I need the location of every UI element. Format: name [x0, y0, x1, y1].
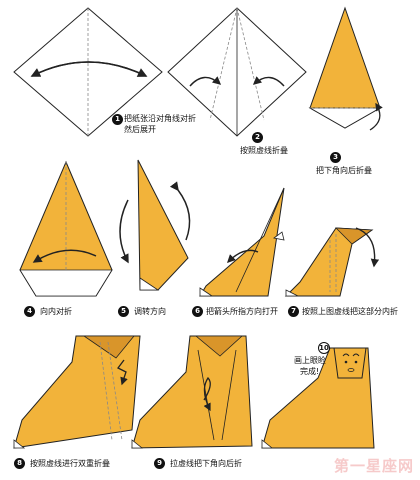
step-2-figure [167, 7, 307, 137]
step-3-label: 把下角向后折叠 [316, 166, 372, 175]
watermark: 第一星座网 [333, 457, 414, 475]
step-4-figure [19, 160, 113, 297]
step-9-label: 拉虚线把下角向后折 [170, 459, 242, 468]
step-number-6: 6 [192, 306, 203, 317]
step-number-5: 5 [118, 306, 129, 317]
step-1-label-line1: 把纸张沿对角线对折 [124, 114, 196, 123]
step-1-figure [13, 7, 163, 137]
step-6-figure [199, 187, 285, 297]
step-number-2: 2 [252, 132, 263, 143]
step-number-10: 10 [318, 342, 330, 354]
step-number-7: 7 [288, 306, 299, 317]
step-7-figure [284, 227, 380, 297]
step-9-figure [131, 335, 253, 449]
step-10-figure [261, 347, 375, 449]
step-8-figure [13, 335, 141, 449]
step-number-8: 8 [14, 458, 25, 469]
step-4-label: 向内对折 [40, 307, 72, 316]
step-number-1: 1 [112, 114, 123, 125]
step-number-3: 3 [330, 152, 341, 163]
step-3-figure [308, 6, 383, 131]
step-1-label-line2: 然后展开 [124, 125, 156, 134]
step-7-label: 按照上图虚线把这部分内折 [302, 307, 398, 316]
step-6-label: 把箭头所指方向打开 [206, 307, 278, 316]
step-10-label-line2: 完成! [300, 367, 320, 376]
step-10-label-line1: 画上眼睑 [294, 356, 326, 365]
step-2-label: 按照虚线折叠 [240, 146, 288, 155]
step-5-label: 调转方向 [134, 307, 166, 316]
step-number-4: 4 [24, 306, 35, 317]
step-8-label: 按照虚线进行双重折叠 [30, 459, 110, 468]
step-5-figure [119, 159, 191, 291]
step-number-9: 9 [154, 458, 165, 469]
